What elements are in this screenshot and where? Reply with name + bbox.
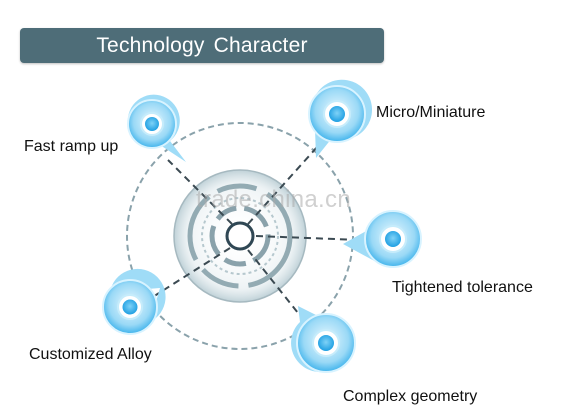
label-micro-miniature: Micro/Miniature: [376, 104, 486, 121]
pin-fast-ramp-up-icon: [127, 94, 186, 162]
page-title: Technology Character: [96, 34, 308, 57]
pin-tightened-tolerance-icon: [343, 210, 422, 268]
label-customized-alloy: Customized Alloy: [29, 346, 152, 363]
watermark-text: trade.china.cn: [196, 186, 351, 213]
pin-micro-miniature-icon: [308, 79, 373, 158]
label-complex-geometry: Complex geometry: [343, 388, 478, 405]
label-tightened-tolerance: Tightened tolerance: [392, 279, 533, 296]
pin-customized-alloy-icon: [102, 268, 166, 335]
center-hub: [225, 221, 255, 251]
label-fast-ramp-up: Fast ramp up: [24, 138, 119, 155]
title-banner: Technology Character: [20, 28, 384, 63]
pin-complex-geometry-icon: [291, 306, 356, 373]
connector-lines: [147, 145, 361, 319]
